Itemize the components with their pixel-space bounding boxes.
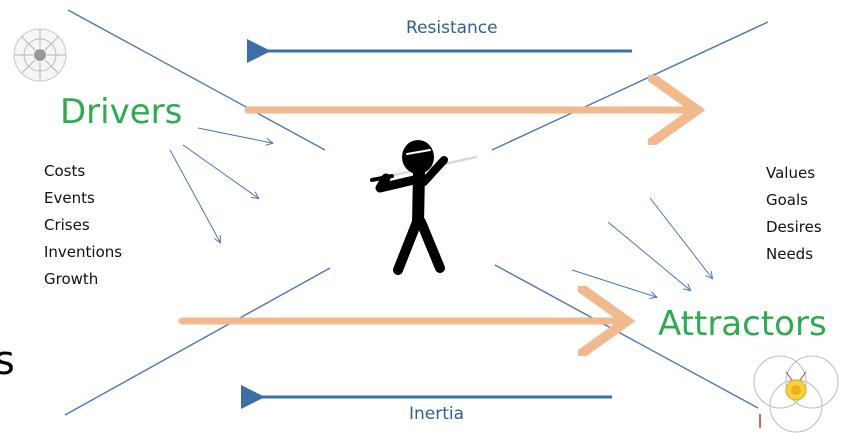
driver-pointer-arrow [182, 144, 258, 198]
drivers-list-item: Events [44, 189, 95, 207]
drivers-list: Costs Events Crises Inventions Growth [44, 158, 122, 293]
attractor-pointer-arrow [649, 197, 712, 278]
drivers-list-item: Inventions [44, 243, 123, 261]
attractors-list-item: Values [766, 164, 816, 182]
diagonal-line-top-left [67, 9, 326, 151]
driver-pointer-arrows [169, 127, 272, 242]
driver-pointer-arrow [197, 127, 272, 143]
inertia-label: Inertia [409, 404, 465, 424]
drivers-label: Drivers [60, 92, 183, 132]
attractor-pointer-arrow [571, 269, 656, 297]
edge-fragment-text: s [0, 338, 15, 384]
drivers-list-item: Growth [44, 270, 99, 288]
stick-figure-with-sword-icon [370, 140, 478, 275]
diagonal-line-top-right [491, 21, 769, 151]
attractors-list-item: Desires [766, 218, 822, 236]
attractor-pointer-arrows [571, 197, 712, 297]
drivers-list-item: Costs [44, 162, 86, 180]
venn-circles-icon [753, 355, 839, 433]
attractors-list-item: Goals [766, 191, 808, 209]
attractor-pointer-arrow [607, 221, 690, 290]
sun-sketch-icon [13, 28, 67, 82]
driver-pointer-arrow [169, 149, 220, 242]
diagonal-line-bottom-left [64, 267, 331, 416]
attractors-list: Values Goals Desires Needs [766, 160, 822, 268]
drivers-list-item: Crises [44, 216, 90, 234]
attractors-list-item: Needs [766, 245, 814, 263]
attractors-label: Attractors [658, 304, 827, 344]
resistance-label: Resistance [406, 18, 498, 38]
